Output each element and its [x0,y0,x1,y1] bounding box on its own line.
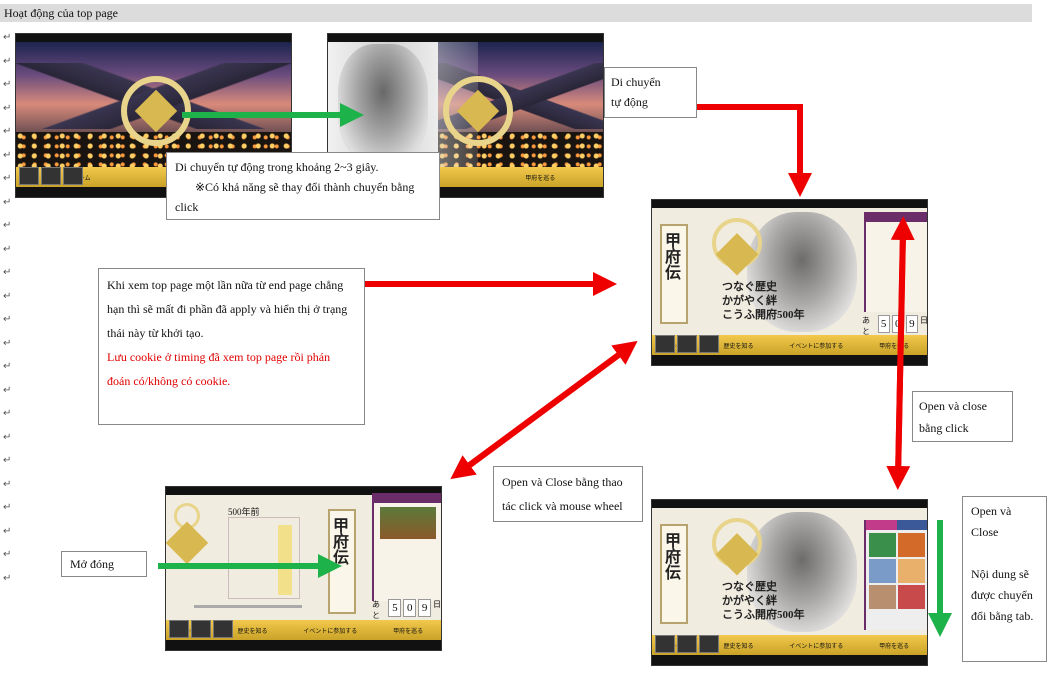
paragraph-mark: ↵ [3,126,12,137]
paragraph-mark: ↵ [3,290,12,302]
paragraph-mark: ↵ [3,361,12,372]
paragraph-mark: ↵ [3,79,12,90]
paragraph-mark: ↵ [3,220,12,231]
note-tab-switch: Open và Close Nội dung sẽ được chuyển đổ… [962,496,1047,662]
paragraph-mark: ↵ [3,502,12,513]
paragraph-mark: ↵ [3,55,12,67]
paragraph-mark: ↵ [3,455,12,466]
side-panel[interactable] [372,493,441,601]
paragraph-mark: ↵ [3,102,12,114]
paragraph-mark: ↵ [3,149,12,161]
era-label: 500年前 [228,507,260,517]
paragraph-mark: ↵ [3,267,12,278]
social-panel[interactable] [864,520,927,630]
arrow-to-main [697,104,812,197]
tagline: つなぐ歴史かがやく絆こうふ開府500年 [722,581,805,621]
title-scroll: 甲府伝 [660,224,688,324]
paragraph-mark: ↵ [3,32,12,43]
page-heading: Hoạt động của top page [0,4,1032,22]
paragraph-mark: ↵ [3,408,12,419]
note-auto-move: Di chuyển tự động trong khoảng 2~3 giây.… [166,152,440,220]
paragraph-mark: ↵ [3,431,12,443]
paragraph-mark: ↵ [3,337,12,349]
title-scroll: 甲府伝 [660,524,688,624]
paragraph-mark: ↵ [3,243,12,255]
paragraph-mark: ↵ [3,384,12,396]
paragraph-mark: ↵ [3,314,12,325]
tagline: つなぐ歴史かがやく絆こうふ開府500年 [722,281,805,321]
paragraph-mark: ↵ [3,525,12,537]
paragraph-mark: ↵ [3,572,12,584]
paragraph-mark: ↵ [3,173,12,184]
paragraph-mark: ↵ [3,196,12,208]
paragraph-mark: ↵ [3,478,12,490]
note-revisit: Khi xem top page một lần nữa từ end page… [98,268,365,425]
paragraph-mark: ↵ [3,549,12,560]
note-mo-dong: Mở đóng [61,551,147,577]
